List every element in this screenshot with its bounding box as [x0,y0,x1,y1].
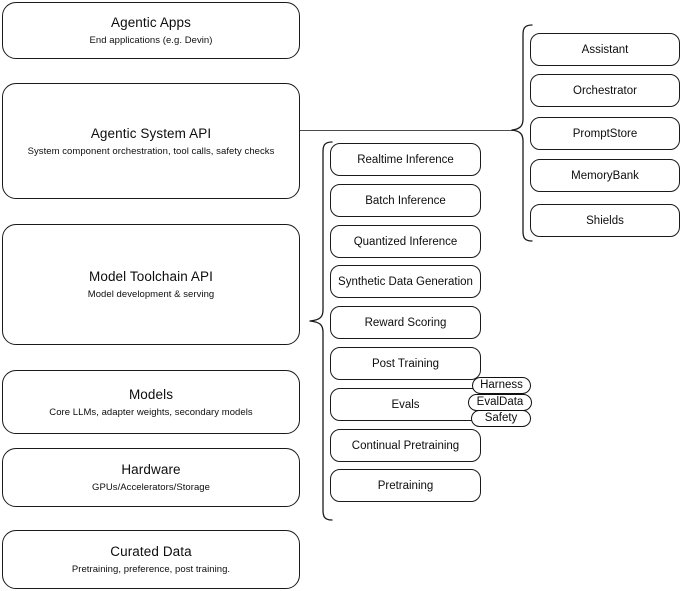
brace-model-toolchain [309,141,333,521]
layer-subtitle: Model development & serving [87,289,215,300]
layer-box-agentic-apps[interactable]: Agentic Apps End applications (e.g. Devi… [2,2,300,59]
evals-tag-harness[interactable]: Harness [472,377,531,394]
evals-tag-evaldata[interactable]: EvalData [468,394,532,411]
component-box-evals[interactable]: Evals [330,388,481,421]
component-label: Shields [586,214,624,227]
component-box-synthetic-data-generation[interactable]: Synthetic Data Generation [330,265,481,298]
layer-subtitle: End applications (e.g. Devin) [89,35,213,46]
layer-subtitle: GPUs/Accelerators/Storage [92,482,210,493]
component-label: Quantized Inference [353,235,458,248]
component-label: Reward Scoring [364,316,447,329]
component-box-orchestrator[interactable]: Orchestrator [530,74,680,107]
evals-tag-safety[interactable]: Safety [471,410,531,427]
component-label: Pretraining [377,479,434,492]
brace-agentic-system [511,24,533,242]
layer-subtitle: System component orchestration, tool cal… [27,145,275,157]
component-label: Post Training [371,357,440,370]
component-box-memorybank[interactable]: MemoryBank [530,159,680,192]
component-box-assistant[interactable]: Assistant [530,33,680,66]
layer-box-models[interactable]: Models Core LLMs, adapter weights, secon… [2,370,300,434]
evals-tag-label: EvalData [476,396,524,408]
component-label: PromptStore [572,127,638,140]
layer-title: Curated Data [110,544,192,559]
component-label: Realtime Inference [357,153,454,166]
component-label: Assistant [581,43,629,56]
layer-subtitle: Core LLMs, adapter weights, secondary mo… [49,406,253,418]
component-label: Evals [391,398,420,411]
component-label: Synthetic Data Generation [338,275,473,288]
component-box-realtime-inference[interactable]: Realtime Inference [330,143,481,176]
layer-box-hardware[interactable]: Hardware GPUs/Accelerators/Storage [2,448,300,507]
layer-box-model-toolchain-api[interactable]: Model Toolchain API Model development & … [2,224,300,345]
evals-tag-label: Safety [484,412,518,424]
component-box-post-training[interactable]: Post Training [330,347,481,380]
component-box-pretraining[interactable]: Pretraining [330,469,481,502]
layer-title: Agentic System API [90,125,212,141]
component-box-reward-scoring[interactable]: Reward Scoring [330,306,481,339]
component-box-shields[interactable]: Shields [530,204,680,237]
component-label: Batch Inference [365,194,446,207]
component-label: MemoryBank [571,169,639,182]
layer-title: Model Toolchain API [89,269,213,284]
component-label: Orchestrator [573,84,637,97]
layer-box-curated-data[interactable]: Curated Data Pretraining, preference, po… [2,530,300,589]
layer-title: Hardware [121,462,181,477]
connector-line-agentic-system-api [300,130,514,132]
component-label: Continual Pretraining [351,439,460,452]
evals-tag-label: Harness [480,379,523,391]
component-box-quantized-inference[interactable]: Quantized Inference [330,225,481,258]
component-box-batch-inference[interactable]: Batch Inference [330,184,481,217]
layer-box-agentic-system-api[interactable]: Agentic System API System component orch… [2,83,300,199]
layer-title: Agentic Apps [110,15,191,30]
layer-subtitle: Pretraining, preference, post training. [71,564,231,575]
layer-title: Models [128,386,174,402]
component-box-promptstore[interactable]: PromptStore [530,117,680,150]
component-box-continual-pretraining[interactable]: Continual Pretraining [330,429,481,462]
